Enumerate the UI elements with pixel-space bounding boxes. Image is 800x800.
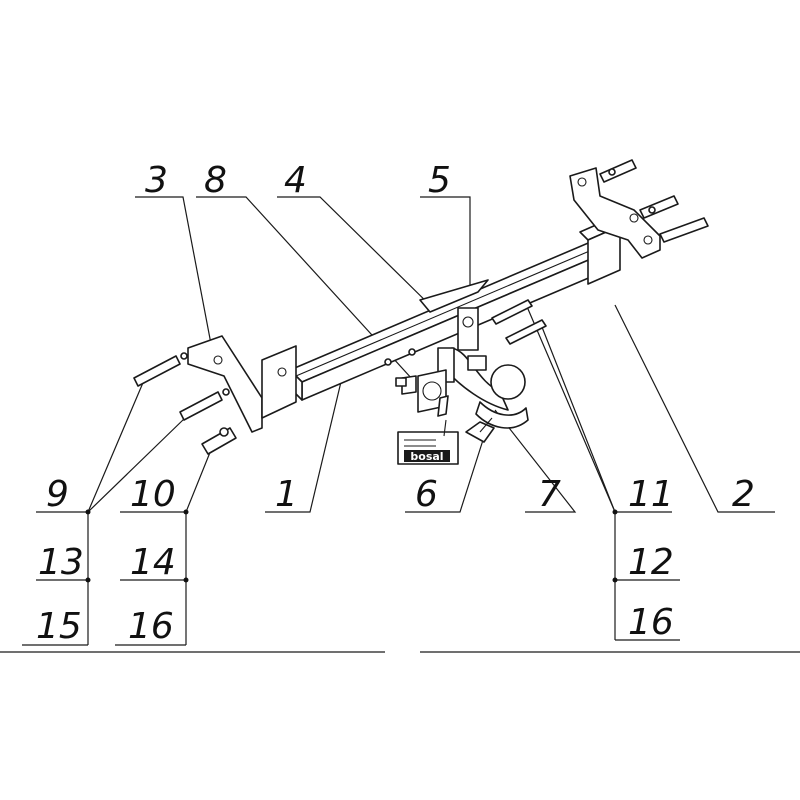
callout-16-right: 16 xyxy=(628,602,674,643)
callout-13: 13 xyxy=(38,542,84,583)
label-plate: bosal xyxy=(397,419,459,465)
callout-3: 3 xyxy=(145,160,168,201)
callout-11: 11 xyxy=(628,474,674,515)
label-plate-brand: bosal xyxy=(410,450,443,463)
callout-16-left: 16 xyxy=(128,606,174,647)
callout-14: 14 xyxy=(130,542,176,583)
bolt-set-left xyxy=(133,352,237,455)
left-bracket xyxy=(187,335,297,433)
callout-1: 1 xyxy=(275,474,298,515)
callout-2: 2 xyxy=(732,474,755,515)
bolt-set-center xyxy=(384,299,547,387)
callouts: 3 8 4 5 9 10 1 6 7 11 2 13 14 12 15 16 1… xyxy=(36,160,755,647)
callout-12: 12 xyxy=(628,542,674,583)
right-bracket xyxy=(569,167,661,259)
bolt-set-right xyxy=(599,159,709,243)
leader-lines xyxy=(0,196,800,653)
callout-10: 10 xyxy=(130,474,176,515)
crossbeam xyxy=(289,217,621,401)
callout-5: 5 xyxy=(428,160,451,201)
callout-9: 9 xyxy=(46,474,69,515)
callout-6: 6 xyxy=(415,474,438,515)
callout-7: 7 xyxy=(538,474,561,515)
lock-key xyxy=(437,395,495,443)
callout-4: 4 xyxy=(284,160,307,201)
callout-15: 15 xyxy=(36,606,82,647)
callout-8: 8 xyxy=(204,160,227,201)
